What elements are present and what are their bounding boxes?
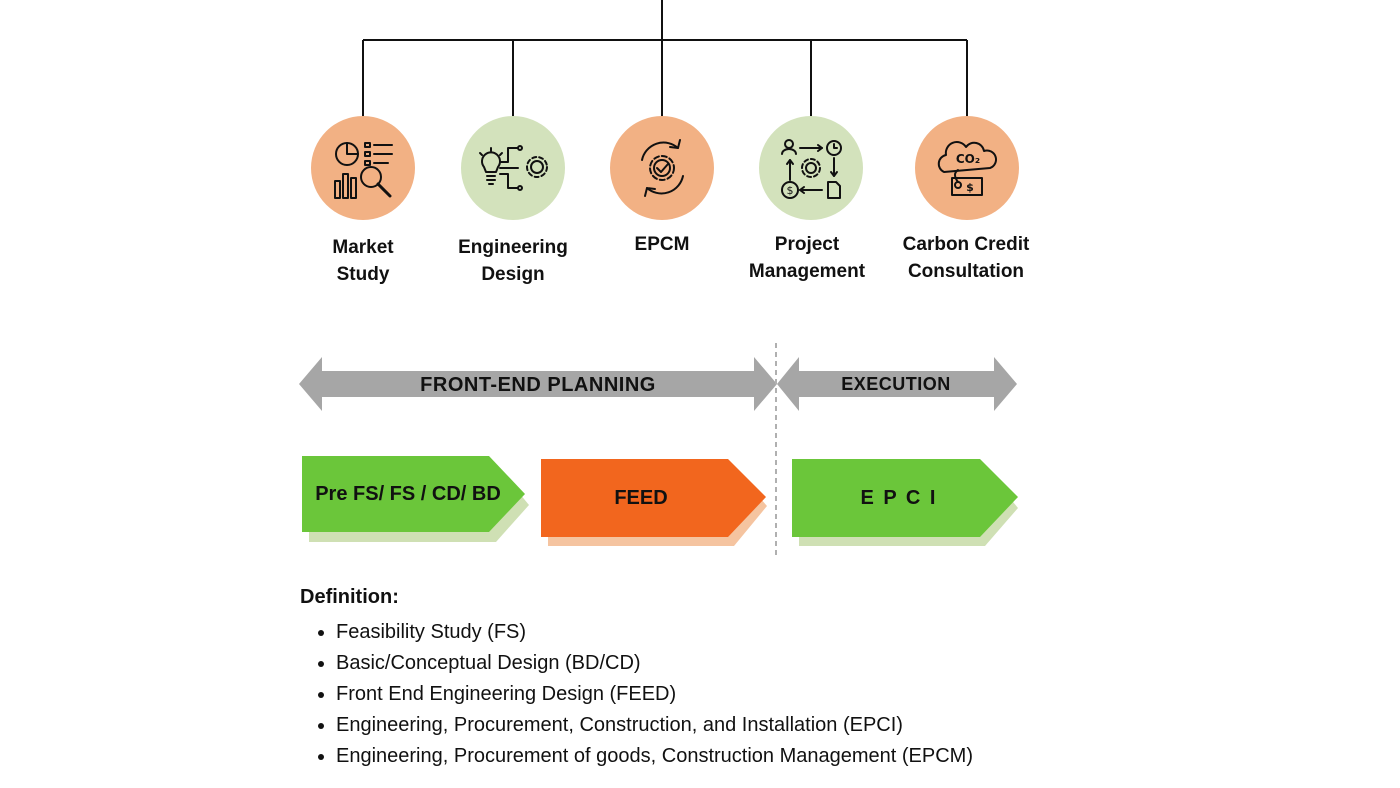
list-item: Engineering, Procurement, Construction, … <box>336 710 973 741</box>
epci-label: E P C I <box>861 487 938 509</box>
co2-cloud-icon: CO₂ $ <box>937 141 997 196</box>
definition-title: Definition: <box>300 586 399 608</box>
epci-stage <box>792 459 1018 537</box>
project-management-circle <box>759 116 863 220</box>
epcm-circle <box>610 116 714 220</box>
svg-text:$: $ <box>966 181 974 194</box>
list-item: Basic/Conceptual Design (BD/CD) <box>336 648 973 679</box>
svg-text:CO₂: CO₂ <box>956 152 980 166</box>
epcm-label: EPCM <box>634 234 690 255</box>
market-study-circle <box>311 116 415 220</box>
market-analysis-icon <box>334 142 393 199</box>
lightbulb-gear-icon <box>479 145 548 191</box>
execution-label: EXECUTION <box>841 374 951 394</box>
list-item: Front End Engineering Design (FEED) <box>336 679 973 710</box>
svg-text:$: $ <box>787 184 794 197</box>
carbon-credit-circle <box>915 116 1019 220</box>
front-end-planning-arrow <box>299 357 777 411</box>
list-item: Feasibility Study (FS) <box>336 617 973 648</box>
hierarchy-connectors <box>362 0 968 117</box>
pre-fs-label: Pre FS/ FS / CD/ BD <box>315 483 501 505</box>
workflow-icon: $ <box>781 139 842 199</box>
feed-stage <box>541 459 766 537</box>
feed-label: FEED <box>614 487 667 509</box>
front-end-planning-label: FRONT-END PLANNING <box>420 374 656 396</box>
cycle-gear-check-icon <box>641 139 684 197</box>
pre-fs-stage <box>302 456 525 532</box>
list-item: Engineering, Procurement of goods, Const… <box>336 741 973 772</box>
definition-list: Feasibility Study (FS) Basic/Conceptual … <box>316 617 973 772</box>
execution-arrow <box>777 357 1017 411</box>
